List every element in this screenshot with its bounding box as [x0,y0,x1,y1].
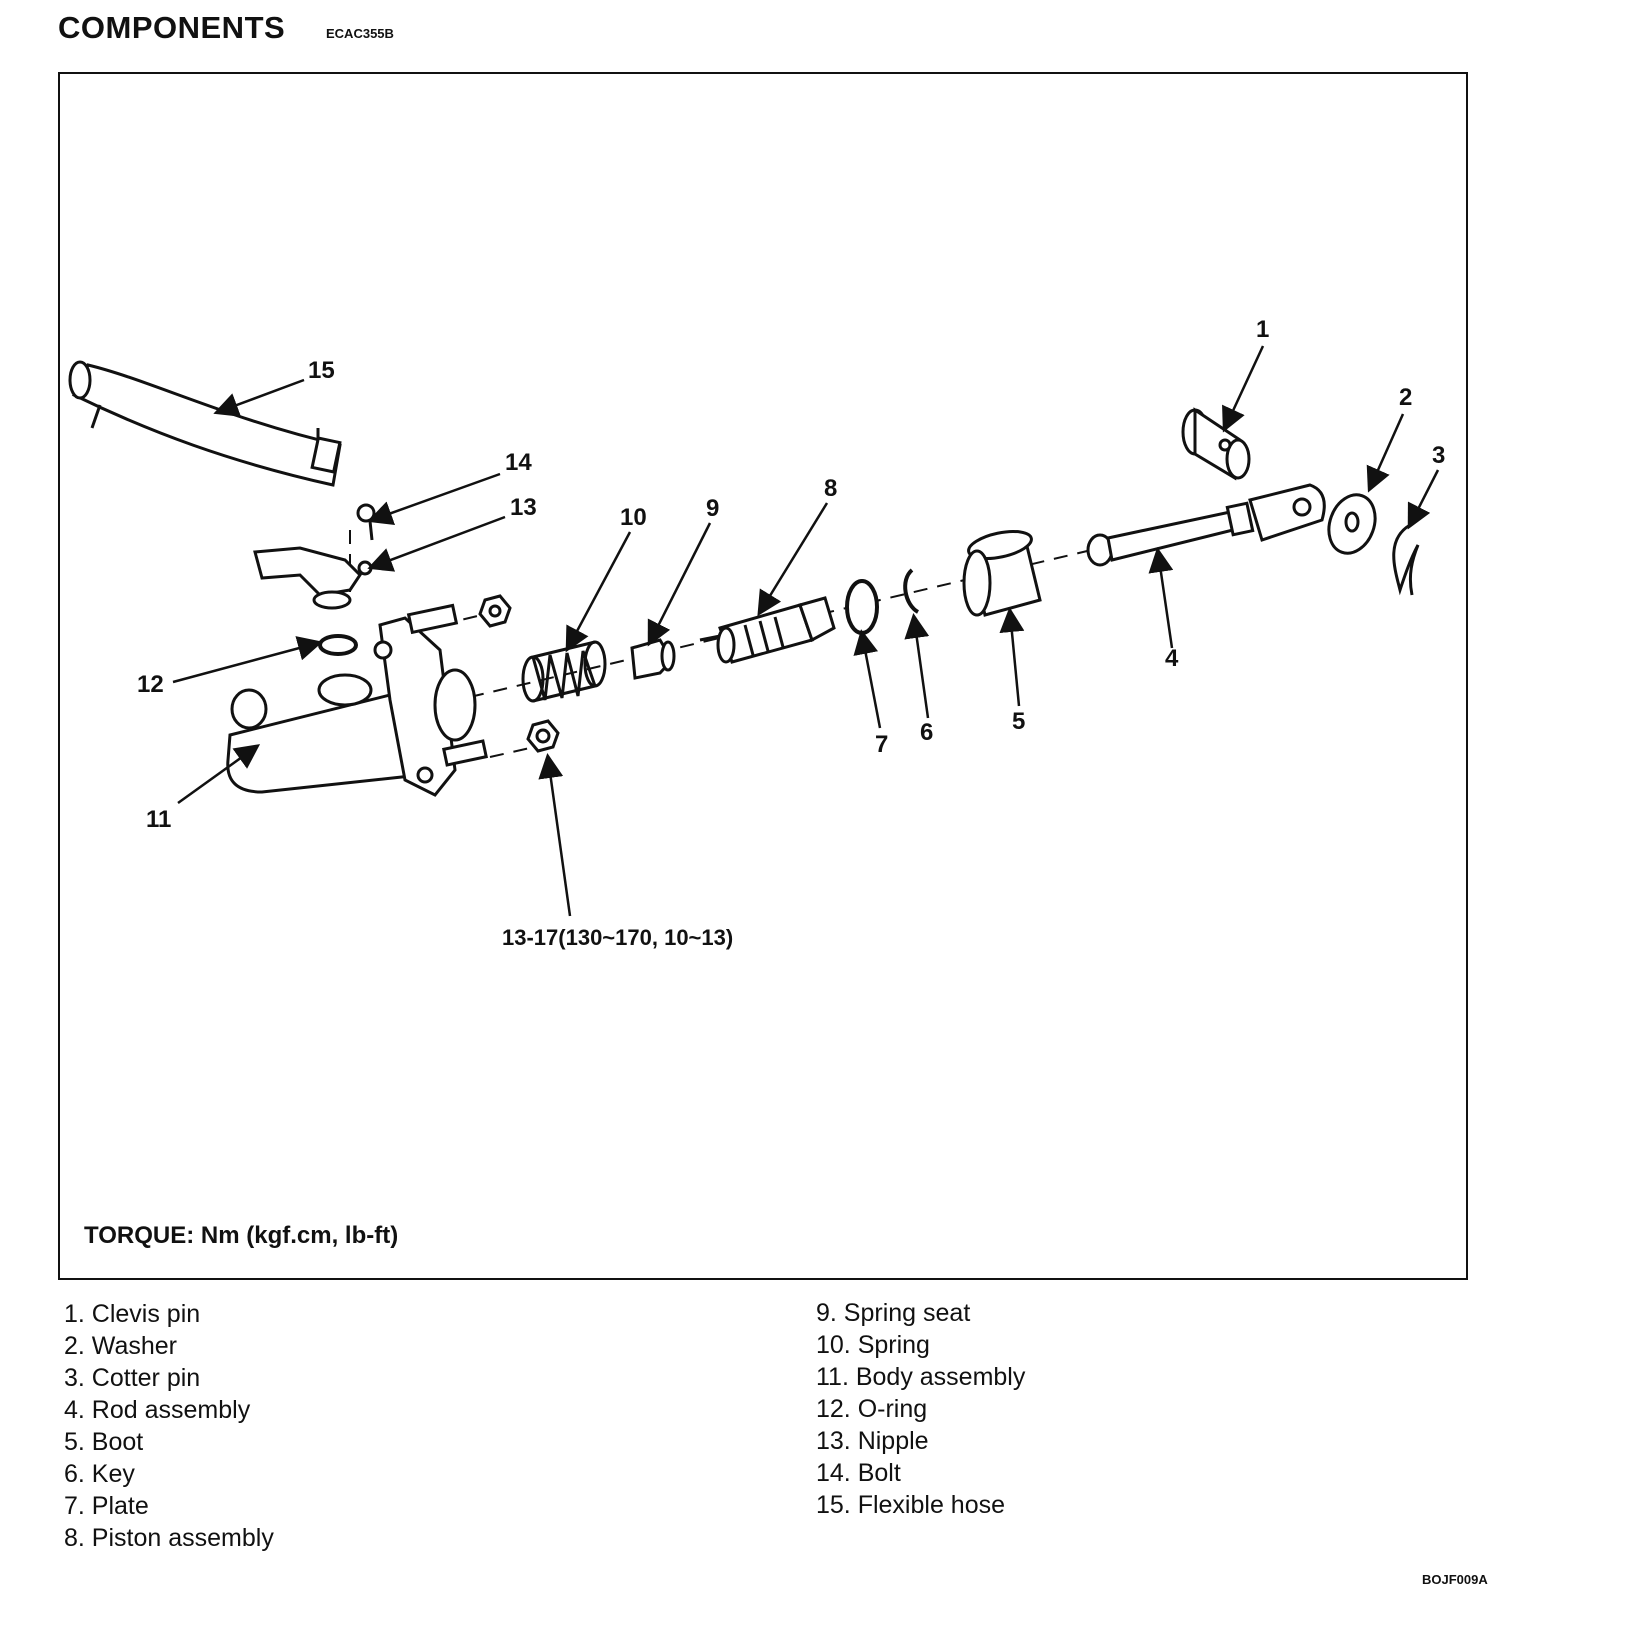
legend-item: 1. Clevis pin [64,1300,201,1328]
legend-item: 11. Body assembly [816,1363,1026,1391]
piston-assembly-part [699,596,836,664]
section-code: ECAC355B [326,26,394,41]
legend-item: 12. O-ring [816,1395,928,1423]
callout-3: 3 [1432,442,1445,469]
o-ring-part [318,634,358,656]
callout-13: 13 [510,494,537,521]
legend-item: 14. Bolt [816,1459,901,1487]
callout-4: 4 [1165,645,1179,672]
spring-part [521,640,607,703]
figure-code: BOJF009A [1422,1572,1488,1587]
callout-9: 9 [706,495,719,522]
callout-8: 8 [824,475,837,502]
torque-spec: 13-17(130~170, 10~13) [502,925,733,950]
body-assembly-part [226,603,489,797]
legend-item: 9. Spring seat [816,1299,971,1327]
legend-item: 7. Plate [64,1492,149,1520]
callout-10: 10 [620,504,647,531]
legend-item: 13. Nipple [816,1427,929,1455]
callout-5: 5 [1012,708,1025,735]
diagram-frame [58,72,1468,1280]
legend-item: 8. Piston assembly [64,1524,274,1552]
clevis-pin-part [1181,407,1251,481]
legend-list-left: 1. Clevis pin 2. Washer 3. Cotter pin 4.… [64,1298,274,1554]
callout-6: 6 [920,719,933,746]
callout-11: 11 [146,806,171,833]
callout-12: 12 [137,671,164,698]
legend-item: 2. Washer [64,1332,178,1360]
nipple-part [253,546,373,610]
callout-14: 14 [505,449,532,476]
spring-seat-part [630,638,676,680]
legend-item: 15. Flexible hose [816,1491,1006,1519]
callout-15: 15 [308,357,335,384]
boot-part [962,530,1042,617]
legend-item: 3. Cotter pin [64,1364,201,1392]
nut-part [478,594,560,753]
washer-part [1327,493,1377,555]
cotter-pin-part [1392,523,1420,596]
callout-7: 7 [875,731,888,758]
callout-2: 2 [1399,384,1412,411]
callout-1: 1 [1256,316,1269,343]
legend-item: 6. Key [64,1460,135,1488]
legend-list-right: 9. Spring seat 10. Spring 11. Body assem… [816,1297,1025,1521]
page-title: COMPONENTS [58,10,286,45]
legend-item: 5. Boot [64,1428,144,1456]
plate-part [845,579,879,635]
flexible-hose-part [68,360,342,487]
bolt-part [356,503,376,541]
key-part [903,568,920,614]
callout-labels: 1 2 3 4 5 6 7 8 9 10 11 12 13 14 15 13-1… [137,316,1445,950]
legend-item: 4. Rod assembly [64,1396,251,1424]
leader-arrows [172,345,1440,917]
torque-note: TORQUE: Nm (kgf.cm, lb-ft) [84,1222,399,1249]
legend-item: 10. Spring [816,1331,930,1359]
rod-assembly-part [1086,483,1326,567]
